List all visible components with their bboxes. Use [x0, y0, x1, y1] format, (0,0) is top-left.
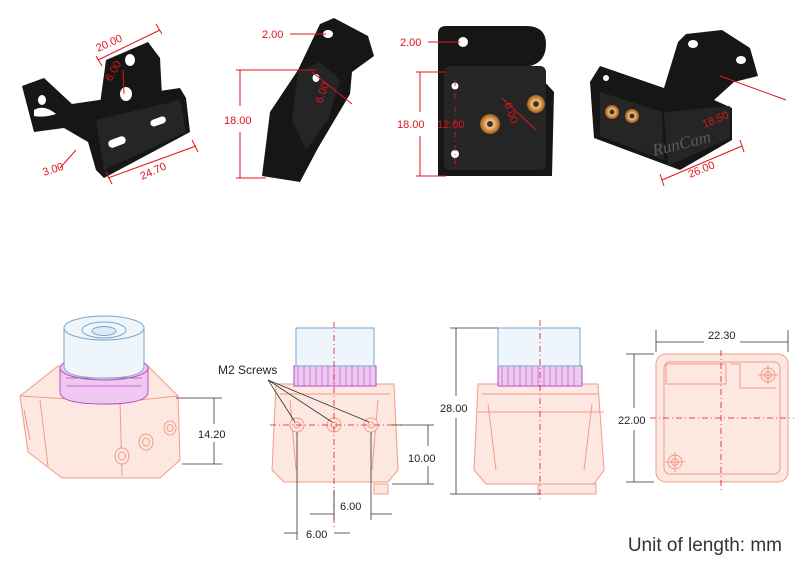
bracket-front-view: 2.00 18.00 12.00 6.00	[397, 26, 554, 177]
unit-of-length-label: Unit of length: mm	[627, 535, 782, 556]
m2-screws-label: M2 Screws	[218, 363, 277, 377]
bracket-side-view: 2.00 6.00 18.00	[224, 18, 374, 182]
camera-front-view: M2 Screws 10.00 6.00 6.00	[218, 322, 436, 541]
camera-top-width-dim: 22.30	[708, 330, 736, 342]
bracket-iso-width-dim: 20.00	[94, 33, 124, 55]
bracket-iso-depth-dim: 24.70	[138, 161, 168, 183]
camera-top-height-dim: 22.00	[618, 415, 646, 427]
bracket-front-holes-dim: 12.00	[437, 119, 465, 131]
bracket-side-height-dim: 18.00	[224, 115, 252, 127]
bracket-iso-view: 20.00 6.00 3.00 24.70	[22, 23, 199, 185]
camera-side-view: 28.00	[440, 320, 605, 500]
bracket-rear-view: RunCam 26.00 18.50	[590, 30, 787, 187]
camera-top-view: 22.30 22.00	[618, 330, 794, 490]
camera-front-inner-dim: 6.00	[340, 501, 361, 513]
bracket-front-height-dim: 18.00	[397, 119, 425, 131]
camera-iso-height-dim: 14.20	[198, 429, 226, 441]
bracket-iso-left-dim: 3.00	[41, 161, 65, 179]
camera-iso-view: 14.20	[19, 315, 226, 479]
camera-front-outer-dim: 6.00	[306, 529, 327, 541]
camera-side-height-dim: 28.00	[440, 403, 468, 415]
bracket-front-top-dim: 2.00	[400, 37, 421, 49]
bracket-side-top-dim: 2.00	[262, 29, 283, 41]
camera-front-height-dim: 10.00	[408, 453, 436, 465]
